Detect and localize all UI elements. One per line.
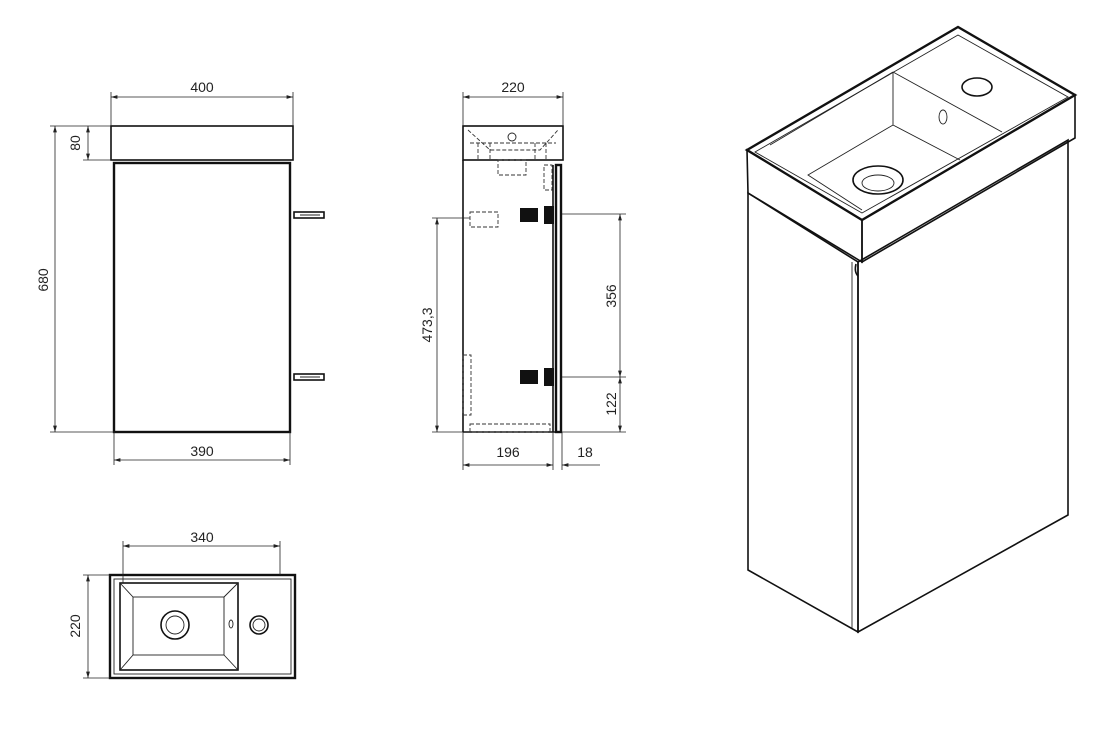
tap-hole-icon — [249, 615, 269, 635]
dim-label: 340 — [190, 529, 214, 545]
dim-label: 220 — [501, 79, 525, 95]
dim-label: 390 — [190, 443, 214, 459]
dim-label: 400 — [190, 79, 214, 95]
basin-bowl — [119, 582, 239, 671]
hinge-upper — [520, 206, 554, 224]
cabinet-door-iso — [857, 138, 1069, 634]
dim-label: 220 — [67, 614, 83, 638]
front-view: 400 80 680 390 — [35, 79, 325, 465]
dim-height-top: 80 — [67, 125, 111, 161]
basin-top-outline — [108, 573, 297, 680]
dim-label: 80 — [67, 135, 83, 151]
door-side — [554, 163, 563, 434]
cabinet-door-front — [112, 161, 292, 434]
dim-label: 356 — [603, 284, 619, 308]
dim-label: 473,3 — [419, 307, 435, 342]
dim-body-depth: 196 — [462, 432, 563, 470]
dim-label: 122 — [603, 392, 619, 416]
hinge-lower — [520, 368, 554, 386]
dim-label: 680 — [35, 268, 51, 292]
dim-bracket-spacing: 356 — [562, 213, 626, 378]
dim-label: 18 — [577, 444, 593, 460]
dim-width-top: 400 — [110, 79, 294, 126]
overflow-icon — [938, 109, 948, 125]
basin-left-face — [746, 148, 863, 264]
dim-depth: 220 — [462, 79, 564, 126]
wall-bracket-upper — [293, 211, 325, 219]
basin-front-face — [861, 93, 1076, 264]
dim-width-bottom: 390 — [113, 432, 291, 465]
dim-door-thickness: 18 — [562, 444, 600, 467]
wall-bracket-lower — [293, 373, 325, 381]
drain-icon — [852, 165, 904, 195]
bracket-hidden — [469, 211, 499, 228]
side-view: 220 473,3 356 122 196 18 — [419, 79, 626, 470]
top-view: 340 220 — [67, 529, 297, 680]
basin-front — [110, 125, 294, 161]
dim-height-total: 680 — [35, 125, 114, 433]
isometric-view — [744, 25, 1078, 634]
overflow-icon — [228, 619, 234, 629]
dim-top-depth: 220 — [67, 574, 110, 679]
tap-hole-icon — [961, 77, 993, 97]
dim-bracket-bottom: 122 — [562, 377, 626, 433]
dim-basin-width: 340 — [122, 529, 281, 583]
cabinet-side-iso — [747, 191, 859, 634]
door-handle — [854, 263, 859, 277]
drain-icon — [160, 610, 190, 640]
dim-mount-height: 473,3 — [419, 217, 470, 433]
dim-label: 196 — [496, 444, 520, 460]
